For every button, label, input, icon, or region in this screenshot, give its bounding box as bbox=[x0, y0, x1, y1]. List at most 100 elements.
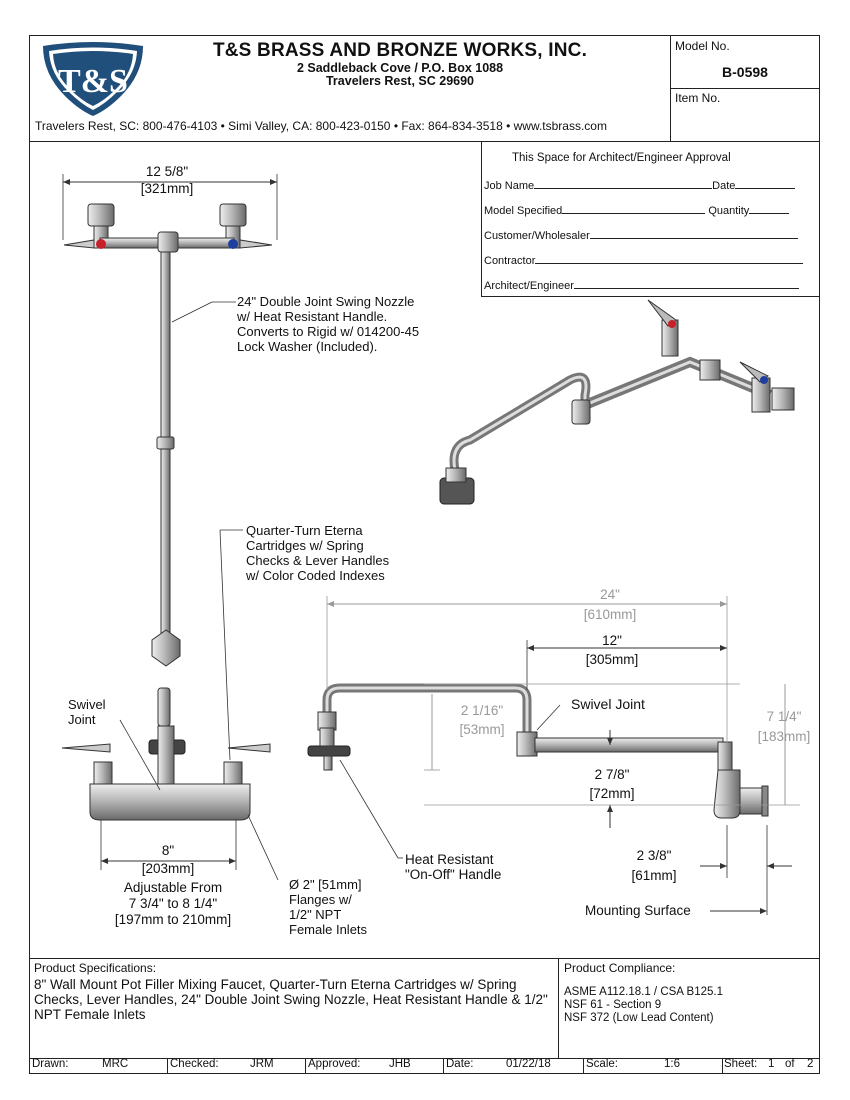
dim-714-in: 7 1/4" bbox=[766, 709, 802, 724]
approved-label: Approved: bbox=[308, 1058, 361, 1070]
dim-2116-in: 2 1/16" bbox=[460, 703, 504, 718]
architect-row: Architect/Engineer bbox=[484, 278, 799, 292]
adjustable-line: [197mm to 210mm] bbox=[114, 912, 232, 927]
specs-body: 8" Wall Mount Pot Filler Mixing Faucet, … bbox=[34, 977, 548, 1022]
contractor-row: Contractor bbox=[484, 253, 804, 267]
adjustable-note: Adjustable From 7 3/4" to 8 1/4" [197mm … bbox=[88, 880, 258, 928]
job-name-field[interactable] bbox=[534, 178, 713, 189]
sheet-label: Sheet: bbox=[724, 1058, 758, 1070]
swivel-left-line: Swivel bbox=[68, 697, 106, 712]
nozzle-note: 24" Double Joint Swing Nozzle w/ Heat Re… bbox=[237, 294, 419, 354]
footer-sep bbox=[583, 1058, 584, 1074]
top-view-faucet bbox=[62, 174, 278, 667]
mounting-surface: Mounting Surface bbox=[585, 903, 691, 918]
approval-title: This Space for Architect/Engineer Approv… bbox=[512, 152, 731, 164]
date-label-footer: Date: bbox=[446, 1058, 474, 1070]
logo-text: T&S bbox=[58, 63, 128, 100]
heat-handle-note: Heat Resistant "On-Off" Handle bbox=[405, 852, 501, 882]
footer-sep bbox=[722, 1058, 723, 1074]
nozzle-note-line: 24" Double Joint Swing Nozzle bbox=[237, 294, 415, 309]
company-address-2: Travelers Rest, SC 29690 bbox=[325, 74, 475, 88]
dim-24-in: 24" bbox=[600, 587, 620, 602]
dim-238-mm: [61mm] bbox=[631, 868, 677, 883]
nozzle-note-line: Lock Washer (Included). bbox=[237, 339, 378, 354]
customer-row: Customer/Wholesaler bbox=[484, 228, 798, 242]
checked-label: Checked: bbox=[170, 1058, 219, 1070]
compliance-line: NSF 372 (Low Lead Content) bbox=[564, 1012, 714, 1024]
job-name-label: Job Name bbox=[484, 180, 535, 192]
nozzle-note-line: w/ Heat Resistant Handle. bbox=[237, 309, 388, 324]
compliance-body: ASME A112.18.1 / CSA B125.1 NSF 61 - Sec… bbox=[564, 986, 723, 1025]
adjustable-line: 7 3/4" to 8 1/4" bbox=[128, 896, 218, 911]
date-field[interactable] bbox=[735, 178, 796, 189]
date-label: Date bbox=[712, 180, 736, 192]
scale-label: Scale: bbox=[586, 1058, 618, 1070]
cartridge-note-line: Checks & Lever Handles bbox=[246, 553, 390, 568]
architect-label: Architect/Engineer bbox=[484, 280, 574, 292]
drawn-label: Drawn: bbox=[32, 1058, 69, 1070]
heat-handle-line: Heat Resistant bbox=[405, 852, 494, 867]
specs-divider bbox=[29, 958, 820, 959]
compliance-line: NSF 61 - Section 9 bbox=[564, 999, 662, 1011]
specs-title: Product Specifications: bbox=[34, 961, 157, 975]
drawn-value: MRC bbox=[102, 1058, 129, 1070]
architect-field[interactable] bbox=[573, 278, 799, 289]
cartridge-note-line: Quarter-Turn Eterna bbox=[246, 523, 363, 538]
date-value: 01/22/18 bbox=[506, 1058, 551, 1070]
model-specified-label: Model Specified bbox=[484, 205, 563, 217]
model-specified-field[interactable] bbox=[562, 203, 706, 214]
nozzle-note-line: Converts to Rigid w/ 014200-45 bbox=[237, 324, 420, 339]
swivel-joint-left: Swivel Joint bbox=[68, 697, 106, 727]
compliance-line: ASME A112.18.1 / CSA B125.1 bbox=[564, 986, 723, 998]
flange-note-line: Ø 2" [51mm] bbox=[289, 877, 362, 892]
dim-278-in: 2 7/8" bbox=[594, 767, 630, 782]
flange-note-line: 1/2" NPT bbox=[289, 907, 342, 922]
customer-label: Customer/Wholesaler bbox=[484, 230, 590, 242]
company-address-1: 2 Saddleback Cove / P.O. Box 1088 bbox=[296, 61, 504, 75]
ts-logo: T&S bbox=[43, 42, 143, 116]
quantity-field[interactable] bbox=[749, 203, 790, 214]
adjustable-line: Adjustable From bbox=[123, 880, 223, 895]
compliance-title: Product Compliance: bbox=[564, 961, 676, 975]
model-specified-row: Model Specified Quantity bbox=[484, 203, 790, 217]
cartridge-note-line: Cartridges w/ Spring bbox=[246, 538, 364, 553]
heat-handle-line: "On-Off" Handle bbox=[405, 867, 502, 882]
technical-drawing bbox=[61, 174, 800, 915]
footer-sep bbox=[443, 1058, 444, 1074]
model-label: Model No. bbox=[675, 39, 730, 53]
top-width-mm: [321mm] bbox=[140, 181, 194, 196]
approval-box: This Space for Architect/Engineer Approv… bbox=[481, 141, 820, 297]
footer-sep bbox=[305, 1058, 306, 1074]
dim-12-in: 12" bbox=[602, 633, 622, 648]
sheet-total: 2 bbox=[807, 1058, 814, 1070]
contractor-label: Contractor bbox=[484, 255, 536, 267]
swivel-left-line: Joint bbox=[68, 712, 96, 727]
model-item-divider bbox=[670, 88, 820, 89]
dim-278-mm: [72mm] bbox=[589, 786, 635, 801]
footer-divider bbox=[29, 1058, 820, 1059]
cartridge-note-line: w/ Color Coded Indexes bbox=[246, 568, 385, 583]
checked-value: JRM bbox=[250, 1058, 274, 1070]
dim-714-mm: [183mm] bbox=[757, 729, 811, 744]
compliance-divider bbox=[558, 958, 559, 1058]
dim-2116-mm: [53mm] bbox=[459, 722, 505, 737]
contractor-field[interactable] bbox=[535, 253, 804, 264]
header-divider bbox=[29, 141, 820, 142]
approved-value: JHB bbox=[389, 1058, 411, 1070]
company-name: T&S BRASS AND BRONZE WORKS, INC. bbox=[212, 40, 588, 61]
dim-238-in: 2 3/8" bbox=[636, 848, 672, 863]
cartridge-note: Quarter-Turn Eterna Cartridges w/ Spring… bbox=[246, 523, 389, 583]
footer-sep bbox=[167, 1058, 168, 1074]
front-view-faucet bbox=[61, 529, 279, 881]
sheet-of: of bbox=[785, 1058, 795, 1070]
scale-value: 1:6 bbox=[664, 1058, 680, 1070]
flange-note-line: Female Inlets bbox=[289, 922, 368, 937]
top-width-in: 12 5/8" bbox=[145, 164, 189, 179]
contact-line: Travelers Rest, SC: 800-476-4103 • Simi … bbox=[35, 119, 607, 133]
isometric-faucet bbox=[439, 299, 795, 505]
quantity-label: Quantity bbox=[708, 205, 750, 217]
swivel-joint-right: Swivel Joint bbox=[571, 696, 645, 712]
flange-note-line: Flanges w/ bbox=[289, 892, 352, 907]
customer-field[interactable] bbox=[589, 228, 798, 239]
drawing-frame bbox=[29, 35, 820, 1074]
